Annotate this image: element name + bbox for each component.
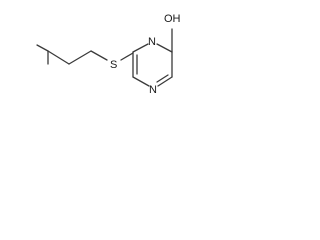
structure-canvas: OH S N N xyxy=(0,0,204,113)
nitrogen-lower-label: N xyxy=(149,84,157,96)
bond-methyl-top xyxy=(36,44,49,52)
bond-ch2-s xyxy=(90,50,108,61)
molecule-diagram: OH S N N xyxy=(36,13,181,96)
bond-s-c2 xyxy=(120,52,134,61)
isopentyl-chain xyxy=(36,44,134,65)
bond-c5-c6-outer xyxy=(157,76,173,87)
hydroxyl-label: OH xyxy=(164,13,181,25)
atom-labels: OH S N N xyxy=(110,13,181,96)
bond-ch2-ch2 xyxy=(68,50,92,65)
bond-n3-c4 xyxy=(156,43,173,53)
nitrogen-upper-label: N xyxy=(148,36,156,48)
pyrimidine-ring xyxy=(132,28,173,87)
bond-c6-n1 xyxy=(132,76,150,87)
sulfur-label: S xyxy=(110,59,117,71)
bond-branch-ch2 xyxy=(47,50,70,65)
bond-c2-n3 xyxy=(132,43,149,53)
bond-c5-c6-inner xyxy=(156,74,169,83)
